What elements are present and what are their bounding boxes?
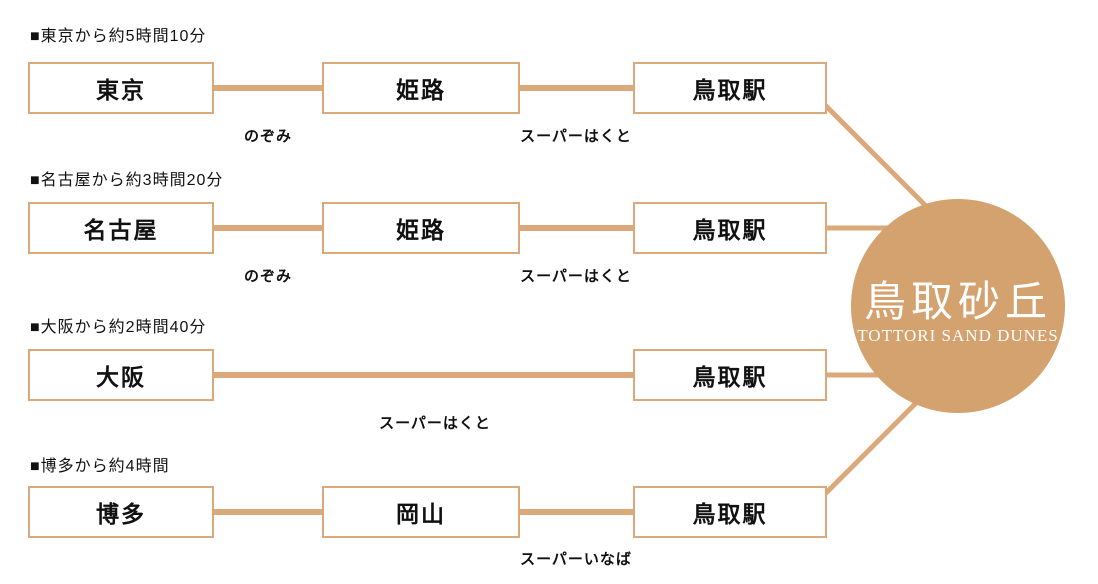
train-label-superhakuto-3: スーパーはくと — [379, 415, 491, 432]
route-header-hakata: ■博多から約4時間 — [30, 458, 170, 475]
station-box-osaka: 大阪 — [28, 349, 214, 401]
destination-circle — [851, 199, 1065, 413]
route-header-tokyo: ■東京から約5時間10分 — [30, 28, 207, 45]
destination-subtitle: TOTTORI SAND DUNES — [857, 326, 1059, 345]
station-box-nagoya: 名古屋 — [28, 202, 214, 254]
station-box-tottori-4: 鳥取駅 — [633, 486, 827, 538]
route-header-nagoya: ■名古屋から約3時間20分 — [30, 172, 224, 189]
station-box-hakata: 博多 — [28, 486, 214, 538]
destination-title: 鳥取砂丘 — [863, 280, 1052, 326]
station-box-tottori-3: 鳥取駅 — [633, 349, 827, 401]
train-label-nozomi-1: のぞみ — [243, 128, 293, 145]
station-box-tottori-2: 鳥取駅 — [633, 202, 827, 254]
station-box-okayama: 岡山 — [322, 486, 520, 538]
station-box-tottori-1: 鳥取駅 — [633, 62, 827, 114]
station-box-himeji-1: 姫路 — [322, 62, 520, 114]
station-box-tokyo: 東京 — [28, 62, 214, 114]
train-label-superhakuto-2: スーパーはくと — [520, 268, 632, 285]
train-label-superhakuto-1: スーパーはくと — [520, 128, 632, 145]
station-box-himeji-2: 姫路 — [322, 202, 520, 254]
route-header-osaka: ■大阪から約2時間40分 — [30, 319, 207, 336]
train-label-superinaba: スーパーいなば — [520, 551, 632, 568]
train-label-nozomi-2: のぞみ — [243, 268, 293, 285]
